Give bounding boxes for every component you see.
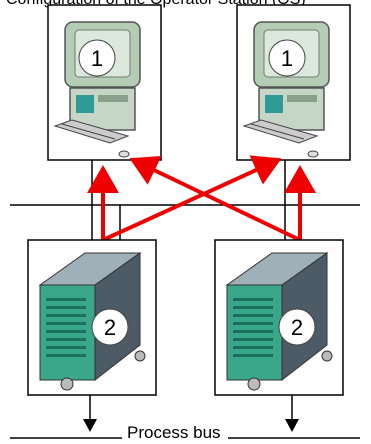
- node-number-badge: [268, 39, 306, 77]
- node-number: 1: [281, 46, 293, 71]
- computer-icon: [53, 21, 141, 158]
- server-left-box: 2: [27, 239, 157, 396]
- server-right-box: 2: [214, 239, 344, 396]
- top-caption: Configuration of the Operator Station (O…: [6, 0, 306, 9]
- process-bus-connectors: [83, 395, 299, 432]
- client-right-box: 1: [236, 4, 351, 161]
- node-number: 1: [91, 46, 103, 71]
- process-bus-label: Process bus: [127, 423, 221, 442]
- node-number-badge: [91, 308, 129, 346]
- connection-arrow: [102, 155, 282, 242]
- node-number-badge: [78, 39, 116, 77]
- node-number: 2: [291, 315, 303, 340]
- client-left-box: 1: [47, 4, 162, 161]
- node-number: 2: [104, 315, 116, 340]
- node-number-badge: [278, 308, 316, 346]
- red-connections: [87, 155, 316, 242]
- connection-arrow: [129, 155, 301, 242]
